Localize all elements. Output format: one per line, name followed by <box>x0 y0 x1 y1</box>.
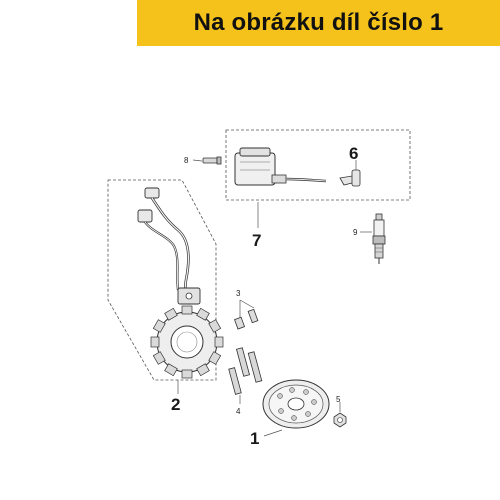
group-box-coil <box>225 129 411 201</box>
screws-3 <box>234 299 259 330</box>
leader-1 <box>263 429 283 437</box>
nut-5 <box>333 402 347 428</box>
title-banner: Na obrázku díl číslo 1 <box>137 0 500 46</box>
spark-plug-cap <box>339 160 361 187</box>
group-box-stator <box>107 179 217 381</box>
ignition-coil <box>234 147 327 186</box>
callout-9: 9 <box>353 228 358 237</box>
callout-3: 3 <box>236 289 241 298</box>
screw-8 <box>192 156 222 165</box>
callout-7: 7 <box>252 231 261 250</box>
stator-assembly <box>137 187 224 379</box>
callout-5: 5 <box>336 395 341 404</box>
callout-6: 6 <box>349 144 358 163</box>
callout-2: 2 <box>171 395 180 414</box>
spark-plug <box>360 213 386 264</box>
callout-1: 1 <box>250 429 259 448</box>
banner-title: Na obrázku díl číslo 1 <box>193 9 444 36</box>
callout-4: 4 <box>236 407 241 416</box>
callout-8: 8 <box>184 156 189 165</box>
flywheel-rotor <box>262 379 330 429</box>
bolts-4 <box>228 347 263 404</box>
